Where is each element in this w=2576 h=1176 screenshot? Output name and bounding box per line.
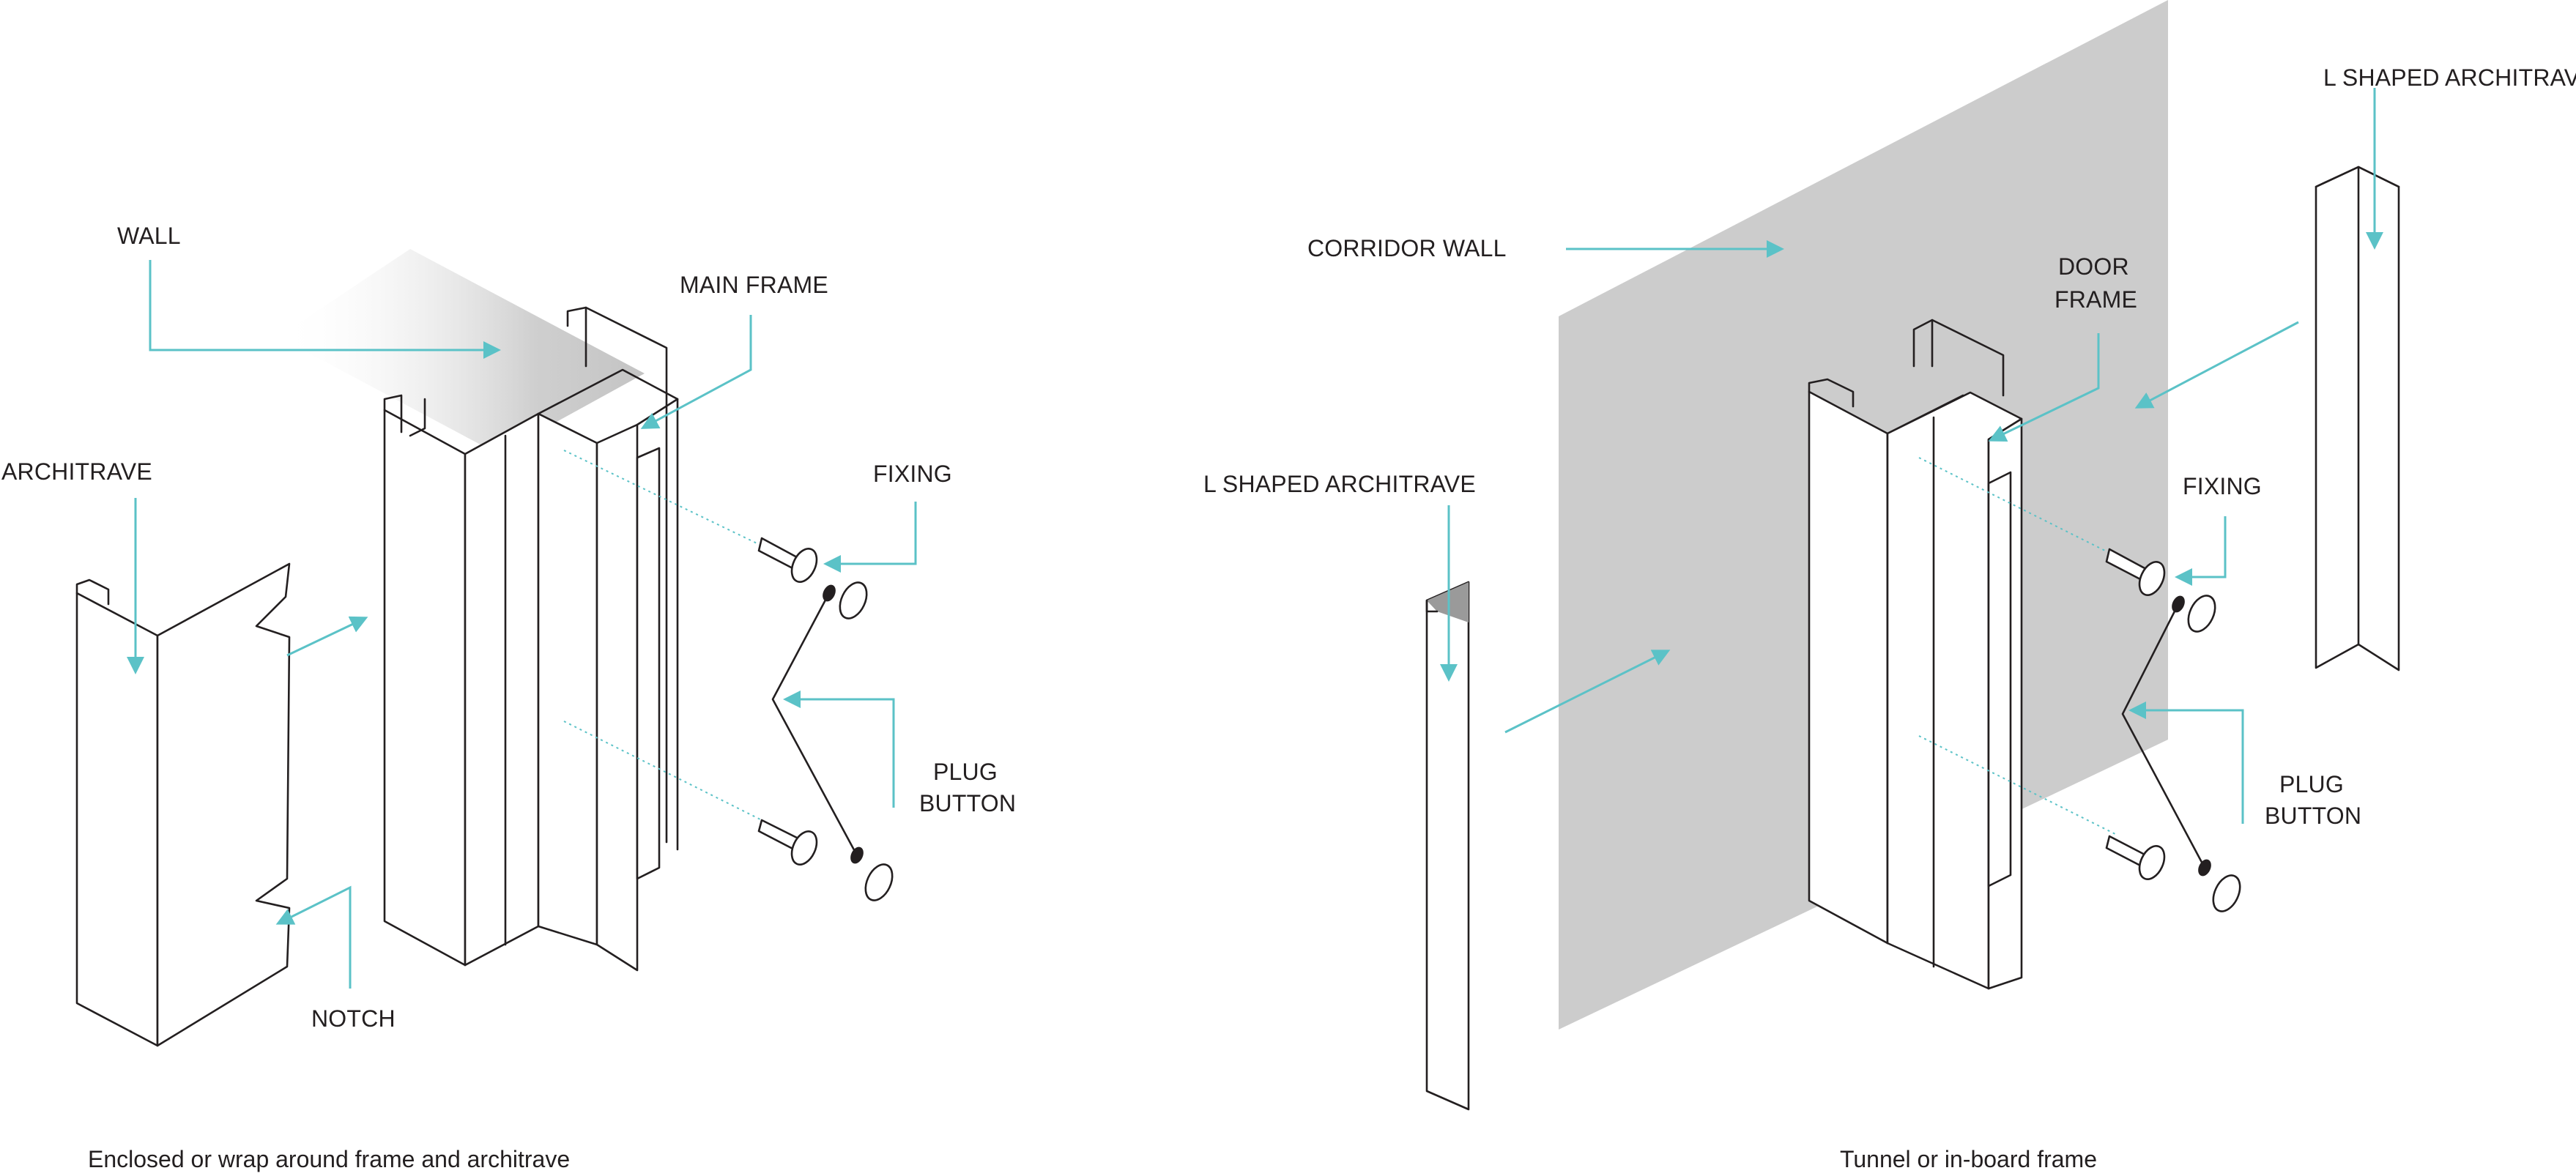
screw-bottom <box>757 819 818 866</box>
label-fixing: FIXING <box>873 461 952 487</box>
fixing-path-top-right <box>1918 457 2117 557</box>
right-diagram: CORRIDOR WALL DOOR FRAME L SHAPED ARCHIT… <box>1203 0 2576 1172</box>
label-l-architrave-right: L SHAPED ARCHITRAVE <box>2323 64 2576 91</box>
label-plug-line2: BUTTON <box>919 790 1016 816</box>
plug-leader-right <box>2128 701 2244 824</box>
plug-buttons-right <box>2121 595 2241 912</box>
plug-leader <box>783 691 895 808</box>
label-main-frame: MAIN FRAME <box>680 272 828 298</box>
caption-left: Enclosed or wrap around frame and archit… <box>88 1146 570 1172</box>
left-diagram: WALL MAIN FRAME ARCHITRAVE FIXING PLUG B… <box>1 223 1016 1172</box>
fixing-leader-right <box>2175 516 2227 586</box>
label-l-architrave-left: L SHAPED ARCHITRAVE <box>1203 471 1476 497</box>
screw-bottom-right <box>2105 835 2166 880</box>
label-plug-line1-right: PLUG <box>2279 771 2344 797</box>
l-architrave-left <box>1425 581 1470 1111</box>
architrave-shape <box>75 562 291 1047</box>
door-frame <box>1808 319 2023 990</box>
label-plug-line2-right: BUTTON <box>2265 803 2361 829</box>
plug-buttons <box>771 581 894 901</box>
l-architrave-right <box>2315 165 2400 671</box>
label-plug-line1: PLUG <box>933 759 998 785</box>
l-architrave-left-assembly-leader <box>1504 650 1671 734</box>
door-frame-leader <box>1988 333 2100 442</box>
screw-top <box>757 537 818 583</box>
label-notch: NOTCH <box>311 1005 396 1032</box>
label-corridor-wall: CORRIDOR WALL <box>1307 235 1507 261</box>
main-frame-back <box>566 306 668 844</box>
label-fixing-right: FIXING <box>2183 473 2262 499</box>
architrave-assembly-leader <box>286 616 368 657</box>
label-door-frame-line2: FRAME <box>2055 286 2137 313</box>
wall-leader <box>149 260 501 359</box>
notch-leader <box>275 885 352 989</box>
label-door-frame-line1: DOOR <box>2058 253 2129 280</box>
caption-right: Tunnel or in-board frame <box>1840 1146 2097 1172</box>
main-frame-leader <box>640 315 752 429</box>
fixing-path-bottom-right <box>1918 735 2117 836</box>
label-architrave: ARCHITRAVE <box>1 458 152 485</box>
fixing-leader <box>823 502 917 573</box>
l-architrave-right-assembly-leader <box>2134 321 2299 409</box>
wall-plane <box>278 249 645 454</box>
main-frame <box>383 368 679 972</box>
label-wall: WALL <box>117 223 181 249</box>
screw-top-right <box>2105 548 2166 596</box>
